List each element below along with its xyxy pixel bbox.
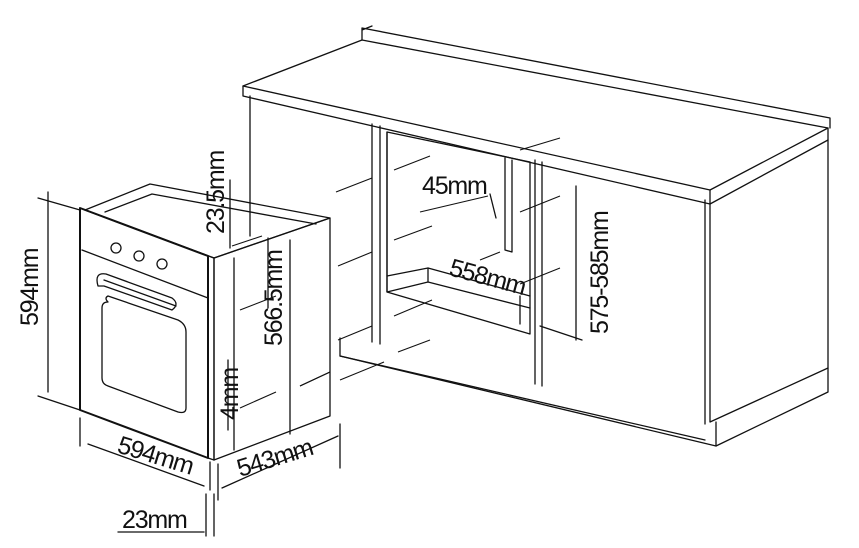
dimension-labels: 594mm 594mm 543mm 23mm 23.5mm 566.5mm 4m… [16, 151, 614, 534]
knob-icon [133, 250, 145, 262]
cabinet [242, 25, 831, 447]
cutout-height-label: 575-585mm [586, 211, 614, 334]
dimension-lines [37, 179, 583, 537]
oven-depth-label: 543mm [234, 433, 317, 483]
front-panel-depth-label: 23mm [122, 506, 187, 534]
oven-height-label: 594mm [16, 248, 44, 326]
cabinet-gap-label: 45mm [422, 172, 487, 200]
cutout-width-label: 558mm [446, 254, 528, 301]
oven-dashed-guides [231, 235, 331, 409]
control-knobs [110, 242, 168, 270]
bottom-gap-label: 4mm [216, 368, 244, 420]
oven [79, 183, 331, 461]
top-gap-label: 23.5mm [202, 151, 230, 234]
knob-icon [110, 242, 122, 254]
body-height-label: 566.5mm [260, 250, 288, 346]
knob-icon [156, 258, 168, 270]
